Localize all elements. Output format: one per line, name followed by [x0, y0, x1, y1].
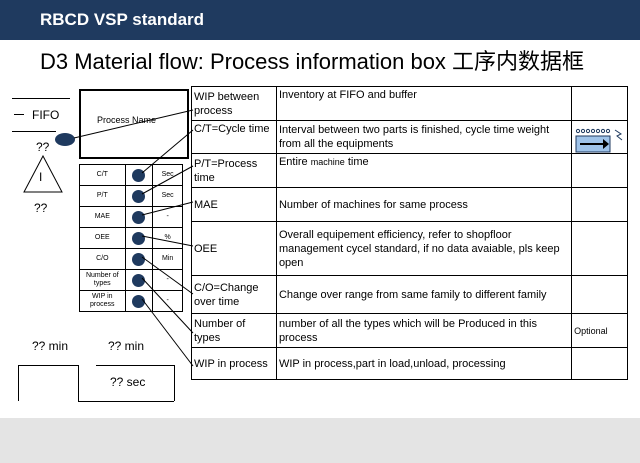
- table-row: OEE Overall equipement efficiency, refer…: [191, 221, 628, 276]
- timeline-top-right: [96, 365, 174, 366]
- desc-cell: Overall equipement efficiency, refer to …: [275, 221, 573, 276]
- oee-marker: [132, 231, 146, 245]
- table-row: P/T=Process time Entire machine time: [191, 153, 628, 188]
- box-unit: Sec: [152, 185, 183, 207]
- process-name: Process Name: [97, 115, 157, 125]
- box-row: C/T Sec: [79, 164, 183, 186]
- extra-cell: [571, 275, 628, 314]
- desc-cell: Number of machines for same process: [275, 187, 573, 222]
- timeline-top-left: [18, 365, 78, 366]
- header-title: RBCD VSP standard: [40, 10, 205, 29]
- desc-end: time: [347, 156, 369, 168]
- table-row: C/T=Cycle time Interval between two part…: [191, 120, 628, 154]
- term-cell: WIP between process: [191, 86, 277, 121]
- timeline-vert-right: [174, 365, 175, 401]
- inventory-qty-bottom: ??: [34, 201, 48, 215]
- types-marker: [132, 273, 146, 287]
- inventory-symbol: I: [39, 170, 43, 184]
- box-row: C/O Min: [79, 248, 183, 270]
- ct-marker: [132, 168, 146, 182]
- table-row: WIP in process WIP in process,part in lo…: [191, 347, 628, 380]
- timeline-vert-mid: [78, 365, 79, 401]
- fifo-dash: [14, 114, 24, 115]
- table-row: Number of types number of all the types …: [191, 313, 628, 348]
- desc-cell: number of all the types which will be Pr…: [275, 313, 573, 348]
- extra-cell: Optional: [571, 313, 628, 348]
- process-info-table: WIP between process Inventory at FIFO an…: [191, 86, 628, 380]
- box-label: WIP in process: [79, 290, 126, 312]
- extra-cell: [571, 347, 628, 380]
- fifo-label: FIFO: [32, 108, 60, 122]
- desc-cell: Inventory at FIFO and buffer: [275, 86, 573, 121]
- extra-cell: [571, 86, 628, 121]
- table-row: WIP between process Inventory at FIFO an…: [191, 86, 628, 121]
- timeline-min-right: ?? min: [108, 339, 145, 353]
- desc-cell: Entire machine time: [275, 153, 573, 188]
- fifo-marker: [55, 133, 75, 146]
- term-cell: P/T=Process time: [191, 153, 277, 188]
- footer-band: [0, 418, 640, 463]
- desc-cell: WIP in process,part in load,unload, proc…: [275, 347, 573, 380]
- table-row: MAE Number of machines for same process: [191, 187, 628, 222]
- flow-line-top: [12, 98, 70, 99]
- term-cell: C/O=Change over time: [191, 275, 277, 314]
- timeline-min-left: ?? min: [32, 339, 69, 353]
- term-cell: MAE: [191, 187, 277, 222]
- pt-marker: [132, 189, 146, 203]
- extra-cell: [571, 221, 628, 276]
- inventory-triangle-icon: [23, 154, 63, 193]
- mae-marker: [132, 210, 146, 224]
- co-marker: [132, 252, 146, 266]
- box-unit: -: [152, 290, 183, 312]
- term-cell: C/T=Cycle time: [191, 120, 277, 154]
- term-cell: Number of types: [191, 313, 277, 348]
- slide-title: D3 Material flow: Process information bo…: [40, 49, 585, 74]
- conveyor-arrow-icon: [575, 128, 623, 153]
- box-row: WIP in process -: [79, 290, 183, 312]
- timeline-bottom: [78, 401, 174, 402]
- header-bar: RBCD VSP standard: [0, 0, 640, 40]
- term-cell: OEE: [191, 221, 277, 276]
- timeline-vert-left: [18, 365, 19, 401]
- process-box: Process Name: [79, 89, 189, 159]
- term-cell: WIP in process: [191, 347, 277, 380]
- desc-small: machine: [310, 157, 345, 167]
- process-data-box: C/T Sec P/T Sec MAE - OEE % C/O Min Numb…: [79, 164, 183, 312]
- desc-main: Entire: [278, 156, 308, 168]
- wip-marker: [132, 294, 146, 308]
- timeline-sec: ?? sec: [110, 375, 146, 389]
- flow-line-bottom: [12, 131, 56, 132]
- desc-cell: Interval between two parts is finished, …: [275, 120, 573, 154]
- extra-cell: [571, 187, 628, 222]
- desc-cell: Change over range from same family to di…: [275, 275, 573, 314]
- extra-cell: [571, 153, 628, 188]
- inventory-qty: ??: [36, 140, 50, 154]
- table-row: C/O=Change over time Change over range f…: [191, 275, 628, 314]
